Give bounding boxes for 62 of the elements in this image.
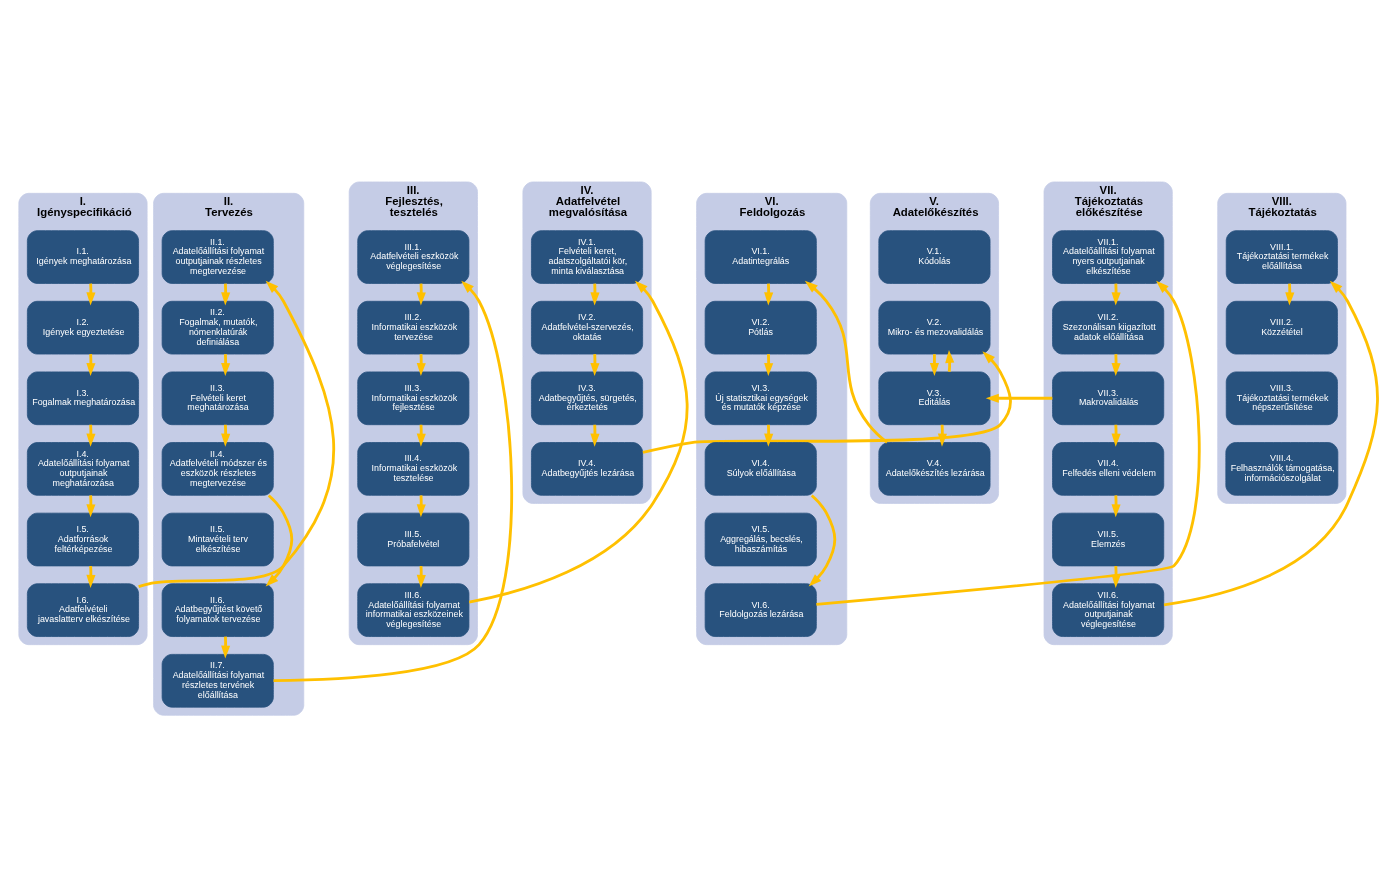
node-box: I.3. Fogalmak meghatározása <box>26 371 139 425</box>
node-box: II.4. Adatfelvételi módszer és eszközök részletes megtervezése <box>161 441 274 496</box>
node-box: VII.3. Makrovalidálás <box>1052 371 1165 425</box>
node-box: II.7. Adatelőállítási folyamat részletes tervének előállítása <box>161 653 274 708</box>
node-box: VIII.2. Közzététel <box>1225 300 1338 354</box>
node-box: IV.4. Adatbegyűjtés lezárása <box>531 441 644 496</box>
arrow <box>804 280 888 443</box>
arrow <box>937 424 947 447</box>
arrow <box>221 424 231 447</box>
arrow <box>86 565 96 588</box>
node-box: VI.5. Aggregálás, becslés, hibaszámítás <box>704 512 817 566</box>
arrow <box>985 393 1053 403</box>
arrow <box>221 636 231 659</box>
node-box: I.6. Adatfelvételi javaslatterv elkészítése <box>26 582 139 637</box>
node-box: V.2. Mikro- és mezovalidálás <box>878 300 991 354</box>
arrow <box>929 353 939 376</box>
node-box: I.5. Adatforrások feltérképezése <box>26 512 139 566</box>
node-box: VII.2. Szezonálisan kiigazított adatok előállítása <box>1052 300 1165 354</box>
node-box: VII.1. Adatelőállítási folyamat nyers outputjainak elkészítése <box>1052 229 1165 284</box>
node-box: II.6. Adatbegyűjtést követő folyamatok tervezése <box>161 582 274 637</box>
arrow <box>945 349 955 372</box>
node-box: IV.2. Adatfelvétel-szervezés, oktatás <box>531 300 644 354</box>
node-box: III.3. Informatikai eszközök fejlesztése <box>357 371 470 425</box>
node-box: III.1. Adatfelvételi eszközök véglegesítése <box>357 229 470 284</box>
node-box: IV.1. Felvételi keret, adatszolgáltatói kör, minta kiválasztása <box>531 229 644 284</box>
node-box: III.4. Informatikai eszközök tesztelése <box>357 441 470 496</box>
node-box: II.1. Adatelőállítási folyamat outputjainak részletes megtervezése <box>161 229 274 284</box>
node-box: VI.3. Új statisztikai egységek és mutatók képzése <box>704 371 817 425</box>
arrow <box>642 350 1012 454</box>
node-box: II.2. Fogalmak, mutatók, nómenklatúrák definiálása <box>161 300 274 354</box>
node-box: V.3. Editálás <box>878 371 991 425</box>
node-box: II.5. Mintavételi terv elkészítése <box>161 512 274 566</box>
node-box: I.1. Igények meghatározása <box>26 229 139 284</box>
node-box: VI.4. Súlyok előállítása <box>704 441 817 496</box>
arrow <box>221 353 231 376</box>
node-box: I.2. Igények egyeztetése <box>26 300 139 354</box>
arrow <box>764 424 774 447</box>
node-box: III.5. Próbafelvétel <box>357 512 470 566</box>
node-box: VII.5. Elemzés <box>1052 512 1165 566</box>
node-box: V.1. Kódolás <box>878 229 991 284</box>
node-box: V.4. Adatelőkészítés lezárása <box>878 441 991 496</box>
node-box: VIII.1. Tájékoztatási termékek előállítása <box>1225 229 1338 284</box>
arrow <box>86 353 96 376</box>
arrow <box>86 424 96 447</box>
arrow <box>808 493 837 587</box>
node-box: VIII.4. Felhasználók támogatása, információszolgálat <box>1225 441 1339 496</box>
node-box: VIII.3. Tájékoztatási termékek népszerűsítése <box>1225 371 1338 425</box>
arrow <box>590 353 600 376</box>
arrow <box>764 353 774 376</box>
node-box: II.3. Felvételi keret meghatározása <box>161 371 274 425</box>
node-box: IV.3. Adatbegyűjtés, sürgetés, érkeztetés <box>531 371 644 425</box>
node-box: VII.6. Adatelőállítási folyamat outputjainak véglegesítése <box>1052 582 1165 637</box>
node-box: III.2. Informatikai eszközök tervezése <box>357 300 470 354</box>
node-box: VI.2. Pótlás <box>704 300 817 354</box>
node-box: III.6. Adatelőállítási folyamat informatikai eszközeinek véglegesítése <box>357 582 470 637</box>
arrow <box>590 424 600 447</box>
node-box: VI.1. Adatintegrálás <box>704 229 817 284</box>
node-box: I.4. Adatelőállítási folyamat outputjainak meghatározása <box>26 441 139 496</box>
node-box: VII.4. Felfedés elleni védelem <box>1052 441 1165 496</box>
node-box: VI.6. Feldolgozás lezárása <box>704 582 817 637</box>
arrow <box>86 494 96 517</box>
arrow <box>265 493 294 587</box>
